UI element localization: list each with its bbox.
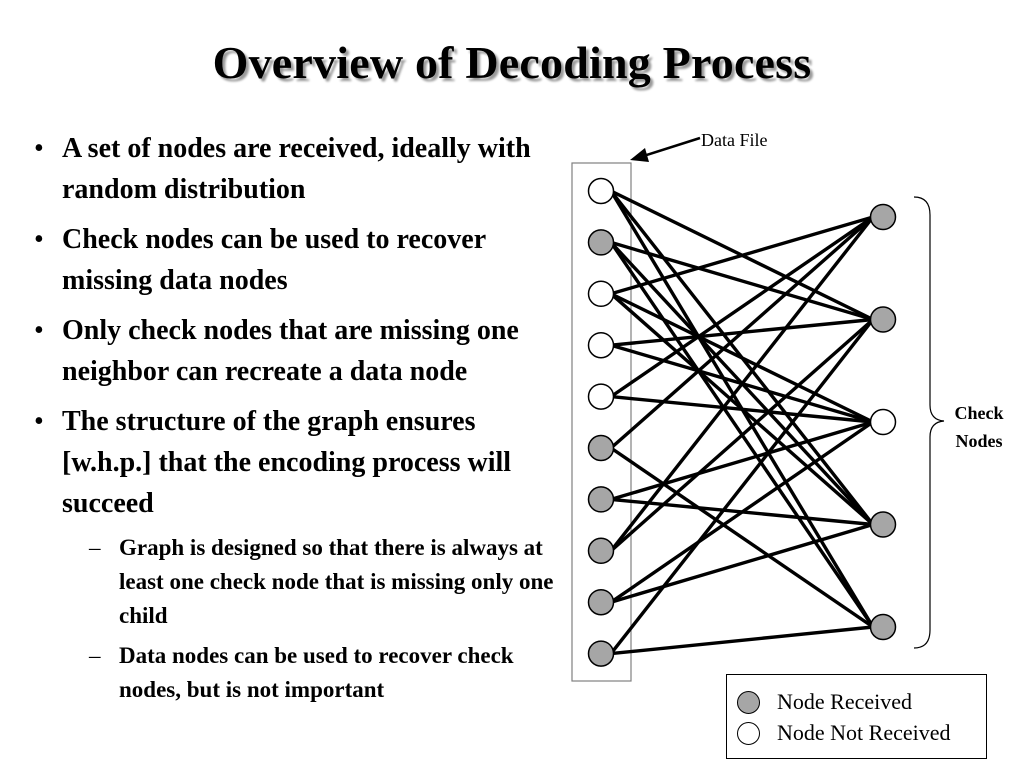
slide-title: Overview of Decoding Process <box>212 37 812 88</box>
graph-edge <box>609 215 875 450</box>
graph-edge <box>609 215 875 552</box>
graph-edge <box>610 215 874 399</box>
check-node <box>869 613 897 641</box>
data-node <box>587 383 615 410</box>
bullet-list-container: A set of nodes are received, ideally wit… <box>32 128 562 713</box>
check-nodes <box>869 203 897 641</box>
check-nodes-label-line2: Nodes <box>955 431 1002 451</box>
graph-edge <box>610 215 874 296</box>
bullet-item: A set of nodes are received, ideally wit… <box>32 128 562 210</box>
bullet-item: Check nodes can be used to recover missi… <box>32 219 562 301</box>
sub-bullet-item: Data nodes can be used to recover check … <box>32 639 562 707</box>
legend-row-received: Node Received <box>737 689 912 715</box>
graph-edge <box>610 240 874 322</box>
check-node <box>869 511 897 538</box>
graph-edge <box>609 318 875 655</box>
graph-edge <box>610 420 874 502</box>
graph-edge <box>609 318 875 553</box>
data-file-box <box>571 162 632 682</box>
legend-box: Node Received Node Not Received <box>726 674 987 759</box>
data-nodes <box>587 177 615 667</box>
data-node <box>587 434 615 462</box>
data-node <box>587 280 615 308</box>
data-node <box>587 537 615 565</box>
node-received-icon <box>737 690 760 714</box>
graph-edge <box>610 394 874 424</box>
check-node <box>869 203 897 231</box>
data-file-label: Data File <box>701 130 767 150</box>
data-node <box>587 640 615 667</box>
graph-edge <box>610 625 874 656</box>
data-node <box>587 588 615 616</box>
check-nodes-label-line1: Check <box>955 403 1004 423</box>
data-node <box>587 177 615 205</box>
data-node <box>587 331 615 359</box>
data-node <box>587 486 615 513</box>
legend-row-not-received: Node Not Received <box>737 720 951 746</box>
bullet-item: Only check nodes that are missing one ne… <box>32 310 562 392</box>
data-node <box>587 229 615 256</box>
graph-edge <box>610 292 874 424</box>
check-nodes-brace <box>913 196 945 649</box>
bullet-list: A set of nodes are received, ideally wit… <box>32 128 562 524</box>
legend-label-not-received: Node Not Received <box>777 720 951 745</box>
graph-edges <box>609 189 875 656</box>
check-node <box>869 306 897 333</box>
graph-edge <box>610 420 874 604</box>
sub-bullet-list: Graph is designed so that there is alway… <box>32 531 562 707</box>
legend-label-received: Node Received <box>777 689 912 714</box>
graph-edge <box>610 446 874 629</box>
graph-edge <box>610 522 874 604</box>
data-file-arrowhead <box>630 148 649 162</box>
sub-bullet-item: Graph is designed so that there is alway… <box>32 531 562 633</box>
bullet-item: The structure of the graph ensures [w.h.… <box>32 401 562 524</box>
node-not-received-icon <box>737 721 760 745</box>
check-node <box>869 408 897 436</box>
